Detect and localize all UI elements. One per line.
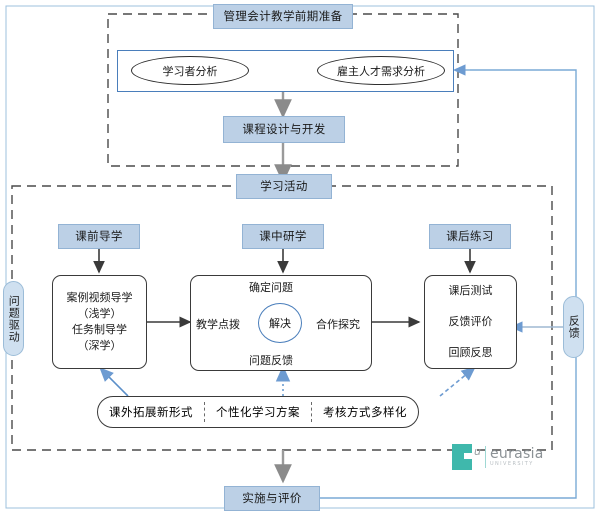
stage-label-in-class: 课中研学 <box>242 224 324 249</box>
cycle-label-right: 合作探究 <box>316 318 360 331</box>
support-item-0[interactable]: 课外拓展新形式 <box>109 405 193 419</box>
implementation-box: 实施与评价 <box>224 486 320 511</box>
pre-class-line-3: 任务制导学 <box>72 323 127 336</box>
problem-driven-pill: 问题驱动 <box>3 281 24 356</box>
logo-text-group: eurasia UNIVERSITY <box>490 447 544 467</box>
support-item-2[interactable]: 考核方式多样化 <box>323 405 407 419</box>
pre-class-content-box[interactable]: 案例视频导学 （浅学） 任务制导学 （深学） <box>52 275 147 369</box>
arrow-support-to-postclass <box>439 366 476 397</box>
support-divider-1 <box>204 402 205 422</box>
stage-label-post-class: 课后练习 <box>429 224 511 249</box>
feedback-loop-outer <box>320 69 577 499</box>
pre-class-line-2: （浅学） <box>77 307 122 321</box>
pre-class-line-1: 案例视频导学 <box>66 291 133 305</box>
cycle-center-solve: 解决 <box>258 303 302 343</box>
cycle-label-top: 确定问题 <box>249 281 293 294</box>
logo-wordmark: eurasia <box>489 446 544 462</box>
post-class-content-box[interactable]: 课后测试 反馈评价 回顾反思 <box>424 275 517 369</box>
cycle-label-bottom: 问题反馈 <box>249 354 293 367</box>
eurasia-e-mark-icon <box>452 444 472 470</box>
post-class-line-1: 课后测试 <box>448 284 493 298</box>
support-capsule: 课外拓展新形式 个性化学习方案 考核方式多样化 <box>97 396 419 428</box>
course-design-box: 课程设计与开发 <box>223 116 345 143</box>
logo-subtitle: UNIVERSITY <box>489 461 534 467</box>
learning-activity-box: 学习活动 <box>236 174 332 199</box>
eurasia-logo: u eurasia UNIVERSITY <box>452 444 544 470</box>
support-divider-2 <box>311 402 312 422</box>
eurasia-u-accent: u <box>474 445 481 458</box>
logo-divider <box>484 446 486 468</box>
in-class-cycle-box[interactable] <box>190 275 372 371</box>
feedback-pill: 反馈 <box>563 296 584 358</box>
stage-label-pre-class: 课前导学 <box>58 224 140 249</box>
cycle-label-left: 教学点拨 <box>196 318 240 331</box>
support-item-1[interactable]: 个性化学习方案 <box>216 405 300 419</box>
employer-demand-analysis-ellipse[interactable]: 雇主人才需求分析 <box>317 56 445 85</box>
post-class-line-3: 回顾反思 <box>448 345 493 359</box>
post-class-line-2: 反馈评价 <box>448 315 493 329</box>
preparation-title-box: 管理会计教学前期准备 <box>213 4 353 29</box>
pre-class-line-4: （深学） <box>77 338 122 352</box>
arrow-support-to-preclass <box>99 367 129 397</box>
learner-analysis-ellipse[interactable]: 学习者分析 <box>131 56 249 85</box>
